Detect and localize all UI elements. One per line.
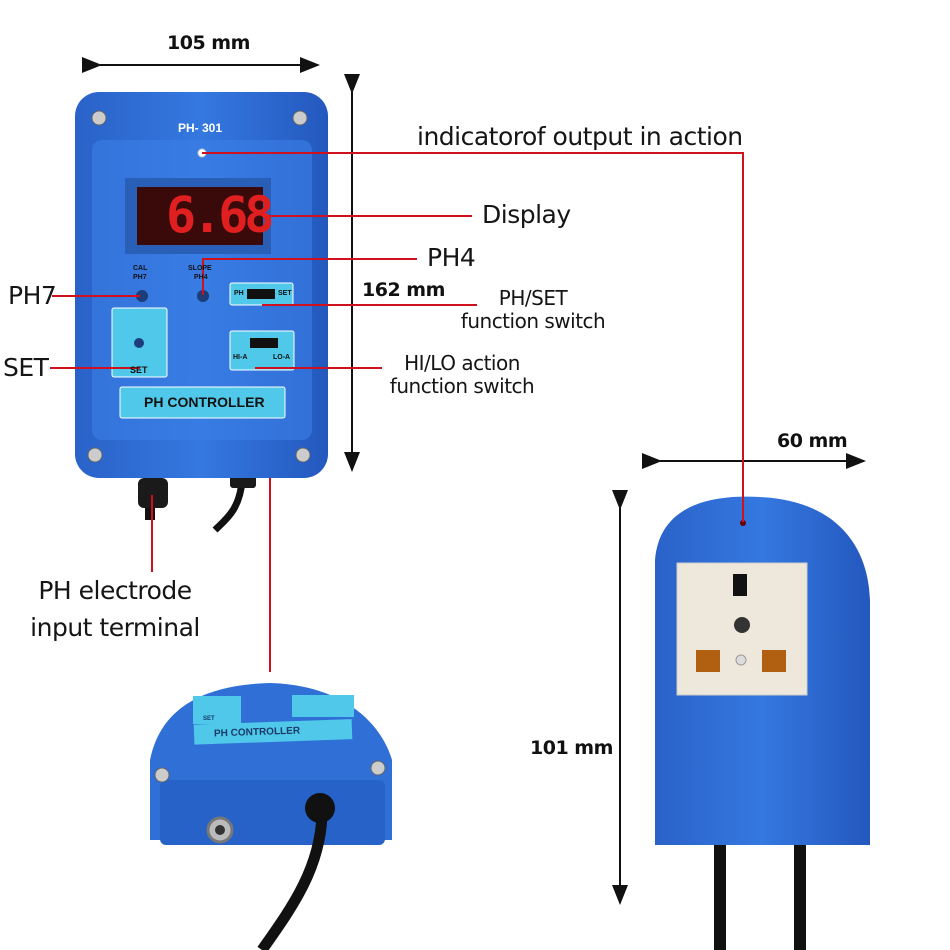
callout-ph4: PH4 bbox=[427, 243, 476, 272]
callout-electrode-line2: input terminal bbox=[30, 613, 200, 642]
switch-set-label: SET bbox=[278, 290, 292, 297]
socket-height-dimension: 101 mm bbox=[530, 737, 613, 759]
leader-ph4 bbox=[202, 258, 417, 295]
output-socket-unit bbox=[655, 496, 870, 950]
callout-set: SET bbox=[3, 353, 49, 382]
lo-a-label: LO-A bbox=[273, 354, 291, 361]
callout-ph-set: PH/SET function switch bbox=[453, 287, 613, 333]
set-knob-label: SET bbox=[130, 365, 148, 375]
callout-hilo-line2: function switch bbox=[389, 374, 535, 398]
callout-hilo: HI/LO action function switch bbox=[382, 352, 542, 398]
leader-indicator bbox=[202, 152, 744, 522]
socket-width-dimension: 60 mm bbox=[777, 430, 848, 452]
leader-lines bbox=[50, 152, 744, 672]
switch-ph-label: PH bbox=[234, 290, 244, 297]
screw-icon bbox=[154, 767, 170, 783]
height-dimension: 162 mm bbox=[362, 279, 445, 301]
ph7-knob-label: PH7 bbox=[133, 274, 147, 281]
callout-hilo-line1: HI/LO action bbox=[404, 351, 520, 375]
bottom-set-label: SET bbox=[203, 716, 215, 722]
screw-icon bbox=[295, 447, 311, 463]
width-dimension: 105 mm bbox=[167, 32, 250, 54]
controller-front-view bbox=[75, 92, 328, 533]
callout-display: Display bbox=[482, 200, 571, 229]
cal-label: CAL bbox=[133, 265, 148, 272]
screw-icon bbox=[91, 110, 107, 126]
screw-icon bbox=[370, 760, 386, 776]
hi-a-label: HI-A bbox=[233, 354, 248, 361]
callout-ph-set-line2: function switch bbox=[460, 309, 606, 333]
ph4-knob-label: PH4 bbox=[194, 274, 208, 281]
screw-icon bbox=[87, 447, 103, 463]
screw-icon bbox=[292, 110, 308, 126]
slope-label: SLOPE bbox=[188, 265, 212, 272]
ph-display-readout: 6.68 bbox=[166, 186, 274, 244]
model-label: PH- 301 bbox=[178, 121, 223, 135]
callout-ph-set-line1: PH/SET bbox=[498, 286, 568, 310]
callout-indicator: indicatorof output in action bbox=[417, 122, 743, 151]
name-plate: PH CONTROLLER bbox=[144, 394, 265, 410]
callout-electrode-line1: PH electrode bbox=[38, 576, 192, 605]
controller-bottom-view bbox=[150, 683, 392, 950]
callout-ph7: PH7 bbox=[8, 281, 57, 310]
callout-electrode: PH electrode input terminal bbox=[20, 572, 210, 646]
